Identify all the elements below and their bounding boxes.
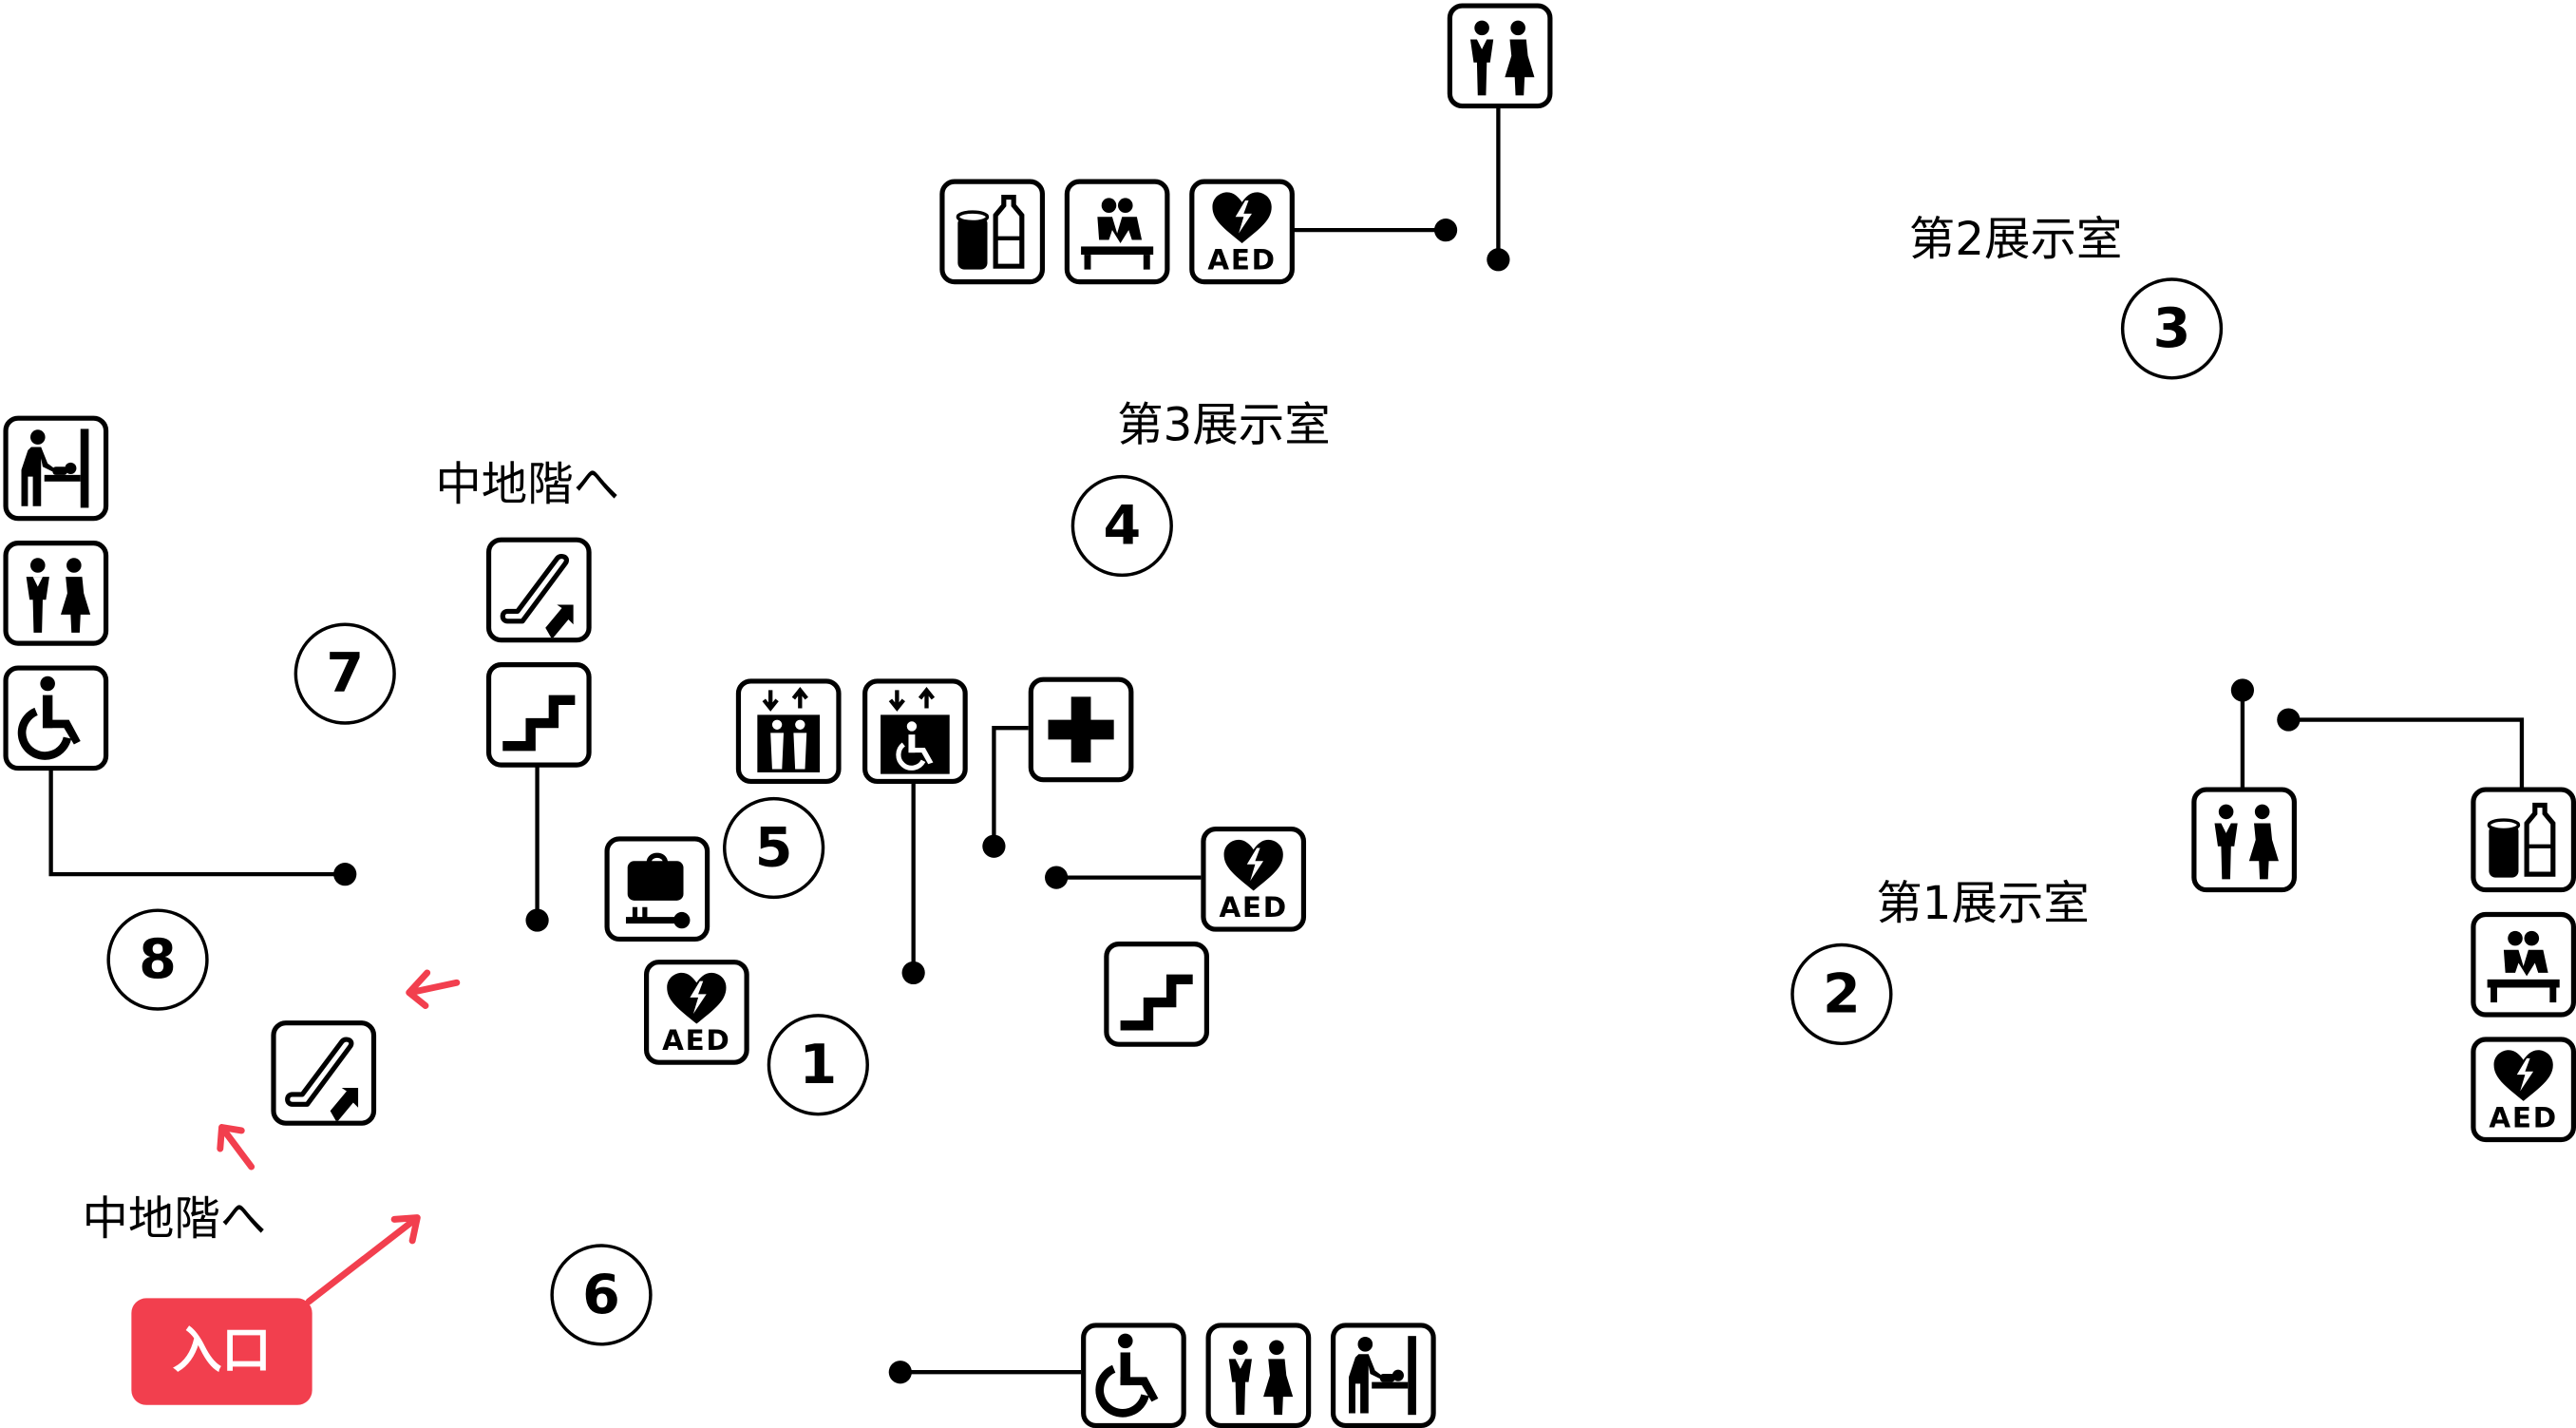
aed-label: AED bbox=[2489, 1102, 2558, 1136]
room-2-label: 第2展示室 bbox=[1908, 212, 2123, 267]
room-3-label: 第3展示室 bbox=[1117, 397, 1331, 452]
restroom-icon bbox=[3, 541, 109, 646]
room-1-label: 第1展示室 bbox=[1876, 875, 2090, 930]
marker-3: 3 bbox=[2120, 277, 2224, 380]
direction-arrow bbox=[217, 1124, 256, 1171]
aed-label: AED bbox=[662, 1025, 731, 1058]
aed-label: AED bbox=[1207, 244, 1277, 278]
restroom-icon bbox=[2191, 787, 2297, 893]
wheelchair-icon bbox=[3, 665, 109, 771]
first-aid-icon bbox=[1028, 676, 1134, 783]
wheelchair-icon bbox=[1081, 1323, 1186, 1428]
marker-7: 7 bbox=[294, 622, 396, 725]
marker-2: 2 bbox=[1790, 942, 1893, 1046]
aed-icon: AED bbox=[644, 960, 749, 1065]
lockers-trash-icon bbox=[2471, 787, 2576, 893]
to-mezzanine-label: 中地階へ bbox=[435, 456, 620, 511]
entrance-badge: 入口 bbox=[131, 1298, 313, 1405]
lockers-trash-icon bbox=[939, 179, 1046, 285]
direction-arrow bbox=[406, 969, 461, 1009]
nursing-bench-icon bbox=[2471, 911, 2576, 1018]
aed-icon: AED bbox=[1189, 179, 1295, 285]
stairs-icon bbox=[1104, 942, 1209, 1047]
escalator-icon bbox=[271, 1020, 377, 1126]
marker-5: 5 bbox=[723, 796, 825, 900]
baby-changing-icon bbox=[3, 415, 109, 522]
direction-arrow bbox=[305, 1214, 421, 1305]
aed-icon: AED bbox=[2471, 1037, 2576, 1143]
baby-changing-icon bbox=[1330, 1323, 1436, 1428]
marker-8: 8 bbox=[106, 908, 209, 1011]
luggage-icon bbox=[604, 836, 710, 942]
elevator-icon bbox=[735, 678, 842, 785]
marker-1: 1 bbox=[767, 1014, 869, 1116]
nursing-bench-icon bbox=[1064, 179, 1170, 285]
marker-4: 4 bbox=[1070, 474, 1173, 578]
aed-icon: AED bbox=[1201, 826, 1307, 932]
restroom-icon bbox=[1205, 1323, 1312, 1428]
to-mezzanine-label: 中地階へ bbox=[82, 1190, 267, 1247]
escalator-icon bbox=[485, 537, 592, 643]
accessible-elevator-icon bbox=[862, 678, 968, 785]
stairs-icon bbox=[485, 662, 592, 768]
aed-label: AED bbox=[1219, 892, 1288, 925]
restroom-icon bbox=[1447, 3, 1553, 109]
marker-6: 6 bbox=[550, 1244, 653, 1346]
